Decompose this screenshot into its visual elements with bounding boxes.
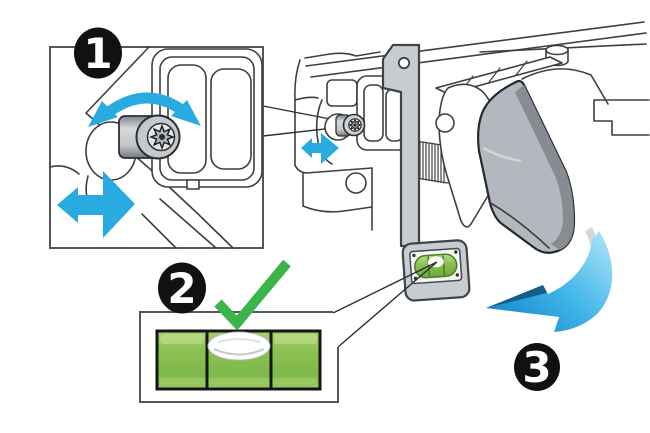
level-bubble-zoom xyxy=(207,331,271,361)
step-1-number: 1 xyxy=(83,29,112,78)
callout-box-2 xyxy=(139,311,339,403)
mounting-bracket xyxy=(381,43,421,248)
step-2-number: 2 xyxy=(167,264,196,313)
callout-box-1 xyxy=(49,46,264,249)
slide-arrow-icon xyxy=(57,171,135,238)
check-icon xyxy=(214,259,291,331)
adjuster-knob-small xyxy=(324,113,366,141)
bracket-hole xyxy=(397,56,411,70)
rotate-arrow-icon xyxy=(88,92,201,127)
swing-arrow-icon xyxy=(486,227,613,332)
step-1-badge: 1 xyxy=(74,27,122,79)
step-3-number: 3 xyxy=(522,343,551,392)
deflector-edge xyxy=(515,85,574,250)
deflector-part xyxy=(477,79,576,254)
adjuster-knob-large xyxy=(118,114,181,160)
slide-arrow-small-icon xyxy=(301,133,339,164)
step-3-badge: 3 xyxy=(514,343,560,392)
spirit-level-zoom xyxy=(155,329,322,391)
bracket-level-foot xyxy=(401,239,471,302)
callout2-leader-lines xyxy=(332,261,438,348)
step-2-badge: 2 xyxy=(158,262,206,314)
